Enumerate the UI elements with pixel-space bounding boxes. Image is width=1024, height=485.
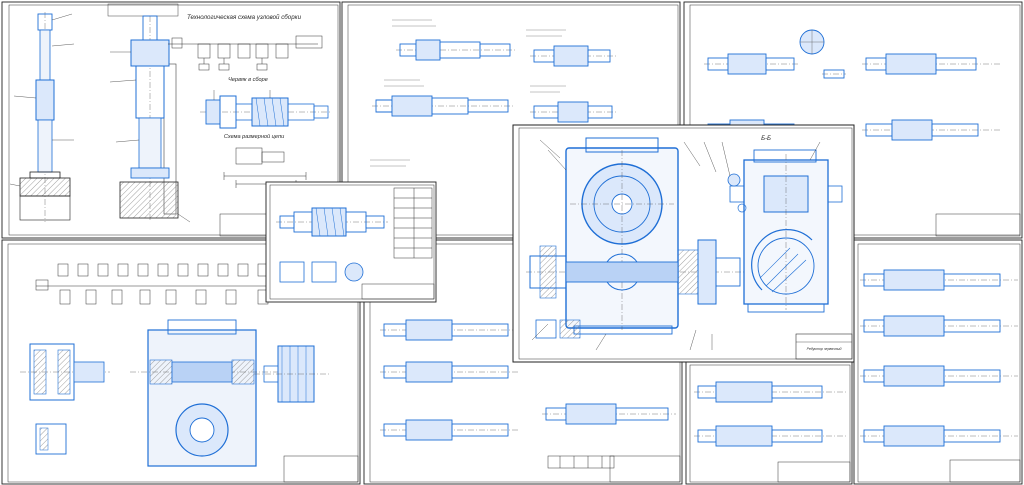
bearing-housing-left bbox=[20, 343, 110, 401]
shaft-sketch bbox=[694, 381, 846, 403]
reducer-housing-section bbox=[130, 319, 280, 467]
shaft-sketch bbox=[380, 361, 520, 383]
shaft-sketch bbox=[530, 101, 616, 123]
sheet-title-block bbox=[777, 461, 851, 483]
worm-detail-shaft bbox=[276, 207, 388, 237]
shaft-sketch bbox=[862, 53, 1000, 75]
shaft-sketch bbox=[860, 425, 1018, 447]
dimension-chain-label: Схема размерной цепи bbox=[224, 133, 284, 140]
sheet-inner-border bbox=[689, 4, 1021, 236]
shaft-sketch bbox=[860, 269, 1018, 291]
shaft-sketch bbox=[380, 319, 520, 341]
sheet-heading: Технологическая схема узловой сборки bbox=[187, 14, 302, 21]
callout-leaders bbox=[531, 139, 821, 351]
shaft-sketch bbox=[822, 69, 846, 79]
reducer-side-view bbox=[729, 149, 843, 313]
assembly-flow-schema bbox=[168, 35, 323, 71]
sheet-inner-border bbox=[857, 243, 1021, 483]
sheet-frame bbox=[685, 361, 853, 485]
section-a-a bbox=[799, 29, 825, 55]
assembly-title-block: Редуктор червячный bbox=[795, 333, 853, 360]
shaft-sketch bbox=[860, 315, 1018, 337]
sheet-reducer-assembly: Б-Б Редуктор червячный bbox=[512, 124, 855, 363]
shaft-sketch bbox=[380, 419, 520, 441]
pulley-assembly bbox=[254, 345, 330, 403]
worm-detail-views bbox=[279, 261, 364, 283]
section-label-b: Б-Б bbox=[761, 136, 771, 142]
sheet-inner-border bbox=[518, 127, 853, 360]
worm-shaft-assembly bbox=[200, 90, 330, 129]
shaft-sketch bbox=[542, 403, 676, 425]
sheet-title-block bbox=[283, 455, 359, 483]
operation-notes bbox=[370, 19, 566, 167]
assembly-title: Редуктор червячный bbox=[807, 347, 842, 351]
sheet-title-block bbox=[935, 213, 1021, 237]
shaft-sketch bbox=[704, 53, 800, 75]
shaft-sketch bbox=[694, 425, 846, 447]
worm-detail-table bbox=[393, 187, 433, 259]
vertical-shaft-assembly-mid bbox=[107, 3, 191, 223]
shaft-sketch bbox=[862, 119, 1000, 141]
worm-assembly-label: Червяк в сборе bbox=[228, 77, 268, 83]
vertical-shaft-assembly-left bbox=[9, 12, 75, 222]
shaft-sketch bbox=[530, 45, 616, 67]
section-view-small bbox=[535, 173, 747, 339]
sheet-inner-border bbox=[269, 184, 435, 300]
shaft-sketch bbox=[372, 95, 514, 117]
sheet-right-operations bbox=[853, 239, 1023, 485]
parameter-table bbox=[547, 455, 615, 469]
sheet-title-block bbox=[949, 459, 1021, 483]
sheet-inner-border bbox=[8, 4, 339, 236]
sheet-worm-detail bbox=[265, 181, 437, 303]
reducer-front-view bbox=[526, 137, 744, 335]
assembly-flow-schema bbox=[35, 263, 300, 305]
bearing-cap-small bbox=[35, 423, 67, 455]
sheet-lower-right-operations bbox=[685, 361, 853, 485]
sheet-assembly-lines: Технологическая схема узловой сборки bbox=[1, 1, 341, 239]
shaft-sketch bbox=[396, 39, 516, 61]
shaft-sketch bbox=[860, 365, 1018, 387]
sheet-title-block bbox=[361, 283, 435, 300]
sheet-title-block bbox=[609, 455, 681, 483]
sheet-inner-border bbox=[7, 243, 359, 483]
sheet-inner-border bbox=[689, 364, 851, 483]
